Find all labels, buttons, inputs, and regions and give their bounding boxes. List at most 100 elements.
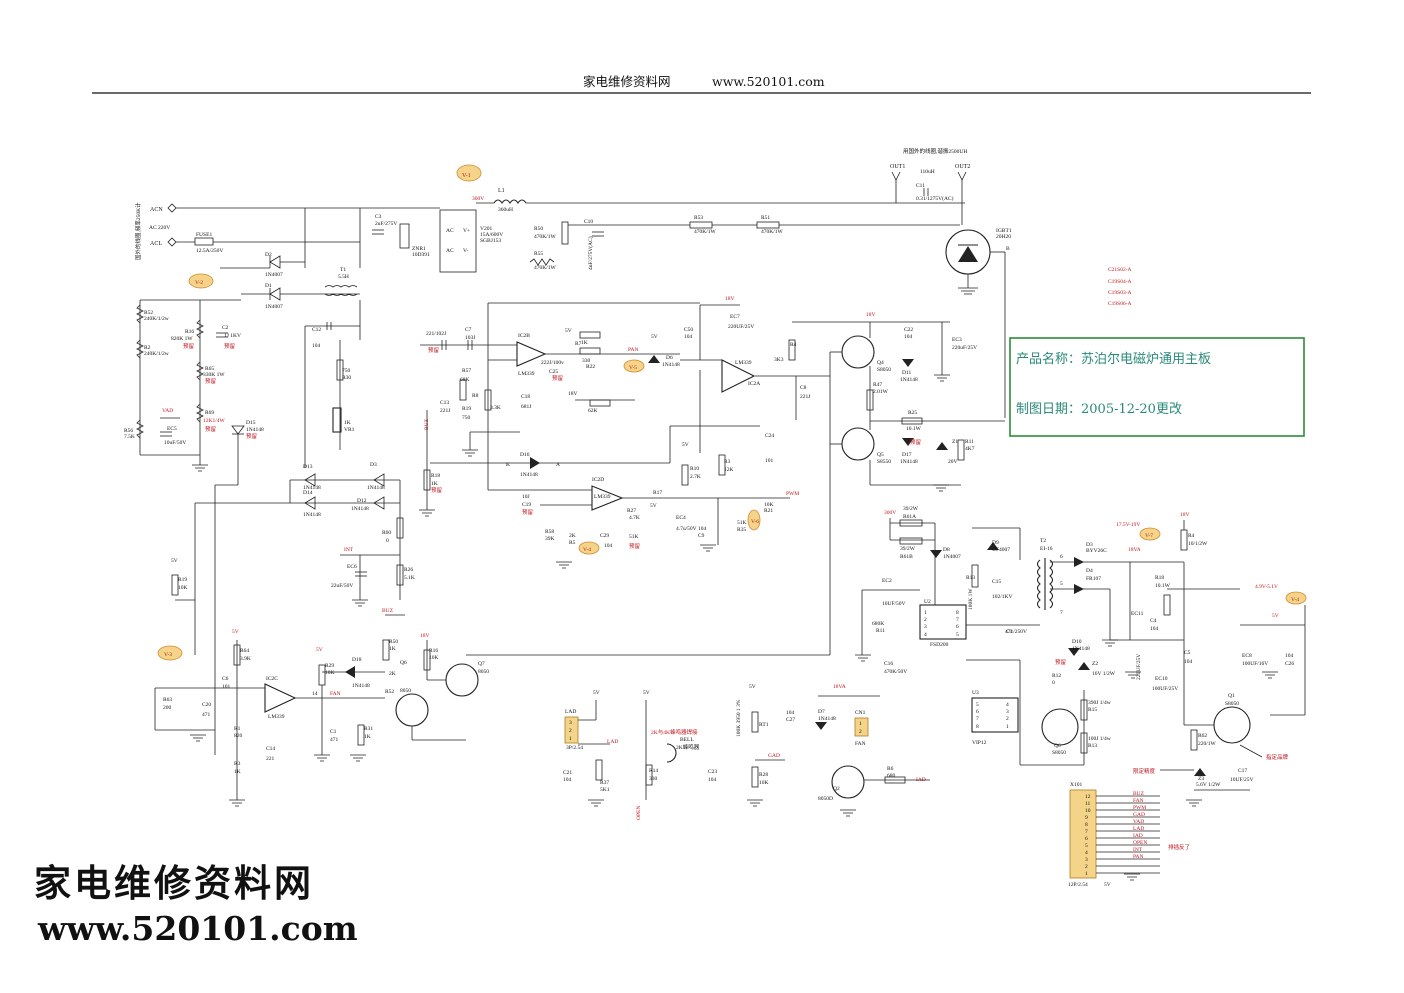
svg-text:K: K bbox=[506, 462, 510, 468]
svg-text:103J: 103J bbox=[465, 335, 476, 341]
svg-text:D18: D18 bbox=[352, 657, 362, 663]
svg-text:R30: R30 bbox=[342, 375, 351, 381]
svg-text:10.1W: 10.1W bbox=[906, 426, 922, 432]
svg-text:1: 1 bbox=[859, 721, 862, 727]
net-acn: ACN bbox=[150, 207, 163, 213]
svg-text:18V: 18V bbox=[725, 296, 735, 302]
svg-text:51K: 51K bbox=[737, 520, 747, 526]
svg-text:680K: 680K bbox=[872, 621, 884, 627]
svg-text:AC: AC bbox=[446, 228, 454, 234]
svg-text:5V: 5V bbox=[749, 684, 756, 690]
svg-text:8050: 8050 bbox=[400, 688, 411, 694]
svg-text:4.7K: 4.7K bbox=[629, 515, 640, 521]
svg-text:D13: D13 bbox=[303, 464, 313, 470]
svg-text:R61A: R61A bbox=[903, 514, 916, 520]
svg-text:104: 104 bbox=[1285, 653, 1294, 659]
diode-d10 bbox=[1068, 648, 1080, 656]
svg-text:EC6: EC6 bbox=[347, 564, 357, 570]
svg-text:D9: D9 bbox=[992, 540, 999, 546]
acn-terminal bbox=[167, 203, 177, 213]
svg-text:3.9K: 3.9K bbox=[240, 656, 251, 662]
svg-text:20V: 20V bbox=[948, 459, 958, 465]
svg-text:3: 3 bbox=[569, 720, 572, 726]
svg-text:1N4148: 1N4148 bbox=[303, 512, 321, 518]
svg-text:2K与4K蜂鸣器焊接: 2K与4K蜂鸣器焊接 bbox=[651, 728, 698, 736]
bridge-ref: V201 bbox=[480, 226, 492, 232]
svg-text:R65: R65 bbox=[205, 366, 214, 372]
svg-text:C26: C26 bbox=[1285, 661, 1294, 667]
varistor-znr1 bbox=[399, 223, 410, 249]
svg-text:R12: R12 bbox=[1052, 673, 1061, 679]
zener-z3 bbox=[1194, 768, 1206, 776]
svg-text:R29: R29 bbox=[325, 663, 334, 669]
mains-input-section: ACN ACL AC 220V 国外的线圈,频率250K计 FUSE1 12.5… bbox=[134, 164, 965, 296]
connector-pin-net: BUZ bbox=[1133, 791, 1145, 797]
pin-note: 排插反了 bbox=[1168, 843, 1190, 851]
svg-text:R52: R52 bbox=[385, 689, 394, 695]
svg-text:C22: C22 bbox=[904, 327, 913, 333]
connector-pin-net: IAD bbox=[1133, 833, 1143, 839]
svg-text:18VA: 18VA bbox=[833, 684, 846, 690]
svg-text:C24: C24 bbox=[765, 433, 774, 439]
connector-fan bbox=[854, 717, 869, 737]
svg-text:LAD: LAD bbox=[607, 739, 618, 745]
svg-text:1N4148: 1N4148 bbox=[352, 683, 370, 689]
svg-text:R14: R14 bbox=[649, 768, 658, 774]
svg-text:LM339: LM339 bbox=[735, 360, 752, 366]
svg-text:R64: R64 bbox=[240, 648, 249, 654]
connector-pin-net: FAN bbox=[1133, 798, 1144, 804]
svg-text:C17: C17 bbox=[1238, 768, 1247, 774]
svg-text:104: 104 bbox=[604, 543, 613, 549]
svg-text:R11: R11 bbox=[876, 628, 885, 634]
svg-text:221J: 221J bbox=[800, 394, 811, 400]
svg-text:预留: 预留 bbox=[183, 342, 195, 350]
svg-text:1N4148: 1N4148 bbox=[246, 427, 264, 433]
svg-text:1K: 1K bbox=[344, 420, 351, 426]
svg-text:10K: 10K bbox=[759, 780, 769, 786]
svg-text:EC2: EC2 bbox=[882, 578, 892, 584]
svg-text:0.31/1275V(AC): 0.31/1275V(AC) bbox=[916, 195, 954, 202]
svg-text:750: 750 bbox=[342, 368, 351, 374]
svg-text:FR107: FR107 bbox=[1086, 576, 1101, 582]
connector-lad bbox=[564, 716, 579, 744]
test-point-v5 bbox=[623, 359, 645, 373]
svg-text:221: 221 bbox=[266, 756, 275, 762]
svg-text:BYV26C: BYV26C bbox=[1086, 548, 1107, 554]
svg-text:预留: 预留 bbox=[1055, 658, 1067, 666]
svg-text:R8: R8 bbox=[472, 393, 479, 399]
svg-text:A: A bbox=[556, 462, 560, 468]
svg-text:7.5K: 7.5K bbox=[124, 434, 135, 440]
fuse1 bbox=[194, 237, 214, 246]
svg-text:5V: 5V bbox=[643, 690, 650, 696]
svg-text:R27: R27 bbox=[627, 508, 636, 514]
svg-text:预留: 预留 bbox=[552, 374, 564, 382]
svg-text:2: 2 bbox=[1006, 716, 1009, 722]
svg-text:222J/100v: 222J/100v bbox=[541, 360, 564, 366]
svg-text:1N4007: 1N4007 bbox=[265, 304, 283, 310]
svg-text:0: 0 bbox=[1052, 680, 1055, 686]
svg-text:360uH: 360uH bbox=[498, 207, 513, 213]
svg-text:104: 104 bbox=[904, 334, 913, 340]
svg-text:R19: R19 bbox=[178, 577, 187, 583]
svg-text:预留: 预留 bbox=[910, 438, 922, 446]
svg-text:R7: R7 bbox=[575, 341, 582, 347]
svg-text:C3: C3 bbox=[375, 214, 382, 220]
svg-text:2uF/275V: 2uF/275V bbox=[375, 221, 397, 227]
transistor-q6 bbox=[395, 693, 429, 727]
svg-text:4K7: 4K7 bbox=[965, 446, 975, 452]
svg-text:R6: R6 bbox=[887, 766, 894, 772]
svg-text:预留: 预留 bbox=[428, 346, 440, 354]
svg-text:V+: V+ bbox=[463, 228, 470, 234]
svg-text:EC11: EC11 bbox=[1131, 611, 1144, 617]
connector-pin-net: VAD bbox=[1133, 819, 1144, 825]
svg-text:104: 104 bbox=[684, 334, 693, 340]
svg-text:220UF/25V: 220UF/25V bbox=[728, 324, 754, 330]
svg-text:8050: 8050 bbox=[478, 669, 489, 675]
bridge-part: SGBJ153 bbox=[480, 238, 501, 244]
svg-text:104: 104 bbox=[786, 710, 795, 716]
svg-text:Z3: Z3 bbox=[1198, 776, 1204, 782]
svg-text:471: 471 bbox=[202, 712, 211, 718]
svg-text:471: 471 bbox=[330, 737, 339, 743]
